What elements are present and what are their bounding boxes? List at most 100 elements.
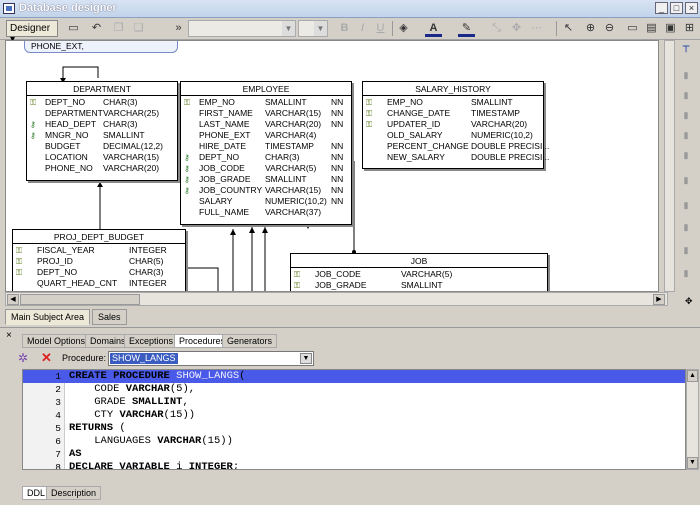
hscroll-thumb[interactable] <box>20 294 140 305</box>
tab-exceptions[interactable]: Exceptions <box>124 334 179 348</box>
bold-icon[interactable]: B <box>340 22 349 34</box>
close-button[interactable]: × <box>685 2 698 14</box>
tool-icon[interactable]: ▮ <box>683 90 689 100</box>
compile-icon[interactable]: ✲ <box>18 351 29 365</box>
procedure-fragment[interactable]: PHONE_EXT, <box>24 41 178 53</box>
tool-icon[interactable]: ▮ <box>683 245 689 255</box>
pointer-icon[interactable]: ↖ <box>563 22 574 34</box>
layout4-icon[interactable]: ⊞ <box>684 22 695 34</box>
designer-dropdown[interactable]: Designer ▾ <box>6 20 58 45</box>
line-color-icon[interactable]: ✎ <box>458 20 475 37</box>
scroll-down-icon[interactable]: ▼ <box>687 457 698 469</box>
undo-icon[interactable]: ↶ <box>91 22 102 34</box>
font-combo[interactable]: ▼ <box>188 20 296 37</box>
layout3-icon[interactable]: ▣ <box>665 22 676 34</box>
procedure-select[interactable]: SHOW_LANGS ▼ <box>108 351 314 366</box>
tab-generators[interactable]: Generators <box>222 334 278 348</box>
tab-sales[interactable]: Sales <box>92 309 127 325</box>
paste-icon[interactable]: ❏ <box>133 22 144 34</box>
connector-icon[interactable]: ⤡ <box>492 22 501 34</box>
font-color-icon[interactable]: A <box>425 20 442 37</box>
tab-main-subject-area[interactable]: Main Subject Area <box>5 309 91 325</box>
layout2-icon[interactable]: ▤ <box>646 22 657 34</box>
underline-icon[interactable]: U <box>376 22 385 34</box>
scroll-up-icon[interactable]: ▲ <box>687 370 698 382</box>
tool-icon[interactable]: ▮ <box>683 110 689 120</box>
editor-vscroll[interactable]: ▲ ▼ <box>686 369 699 470</box>
tool-icon[interactable]: ▮ <box>683 222 689 232</box>
zoom-in-icon[interactable]: ⊕ <box>585 22 596 34</box>
tool-icon[interactable]: ▮ <box>683 268 689 278</box>
italic-icon[interactable]: I <box>360 22 365 34</box>
delete-icon[interactable]: ✕ <box>41 350 52 365</box>
panel-close-icon[interactable]: × <box>6 330 12 341</box>
code-line[interactable]: 3 GRADE SMALLINT, <box>23 396 685 409</box>
align-icon[interactable]: ⊤ <box>682 44 690 54</box>
line-style-icon[interactable]: ⋯ <box>531 22 542 34</box>
move-icon[interactable]: ✥ <box>511 22 522 34</box>
canvas-hscroll[interactable]: ◀ ▶ <box>5 292 668 306</box>
zoom-out-icon[interactable]: ⊖ <box>604 22 615 34</box>
tab-description[interactable]: Description <box>46 486 102 500</box>
maximize-button[interactable]: □ <box>670 2 683 14</box>
tool-icon[interactable]: ▮ <box>683 130 689 140</box>
new-icon[interactable]: ▭ <box>68 22 79 34</box>
layout1-icon[interactable]: ▭ <box>627 22 638 34</box>
canvas-vscroll[interactable] <box>664 40 675 292</box>
code-line[interactable]: 4 CTY VARCHAR(15)) <box>23 409 685 422</box>
code-line[interactable]: 2 CODE VARCHAR(5), <box>23 383 685 396</box>
scroll-right-icon[interactable]: ▶ <box>653 294 665 305</box>
minimize-button[interactable]: _ <box>655 2 668 14</box>
copy-icon[interactable]: ❐ <box>113 22 124 34</box>
code-line[interactable]: 6 LANGUAGES VARCHAR(15)) <box>23 435 685 448</box>
size-combo[interactable]: ▼ <box>298 20 328 37</box>
tool-icon[interactable]: ▮ <box>683 175 689 185</box>
tab-model-options[interactable]: Model Options <box>22 334 91 348</box>
scroll-left-icon[interactable]: ◀ <box>7 294 19 305</box>
tool-icon[interactable]: ▮ <box>683 150 689 160</box>
tool-icon[interactable]: ▮ <box>683 200 689 210</box>
tool-icon[interactable]: ▮ <box>683 70 689 80</box>
more-icon[interactable]: » <box>175 22 182 34</box>
